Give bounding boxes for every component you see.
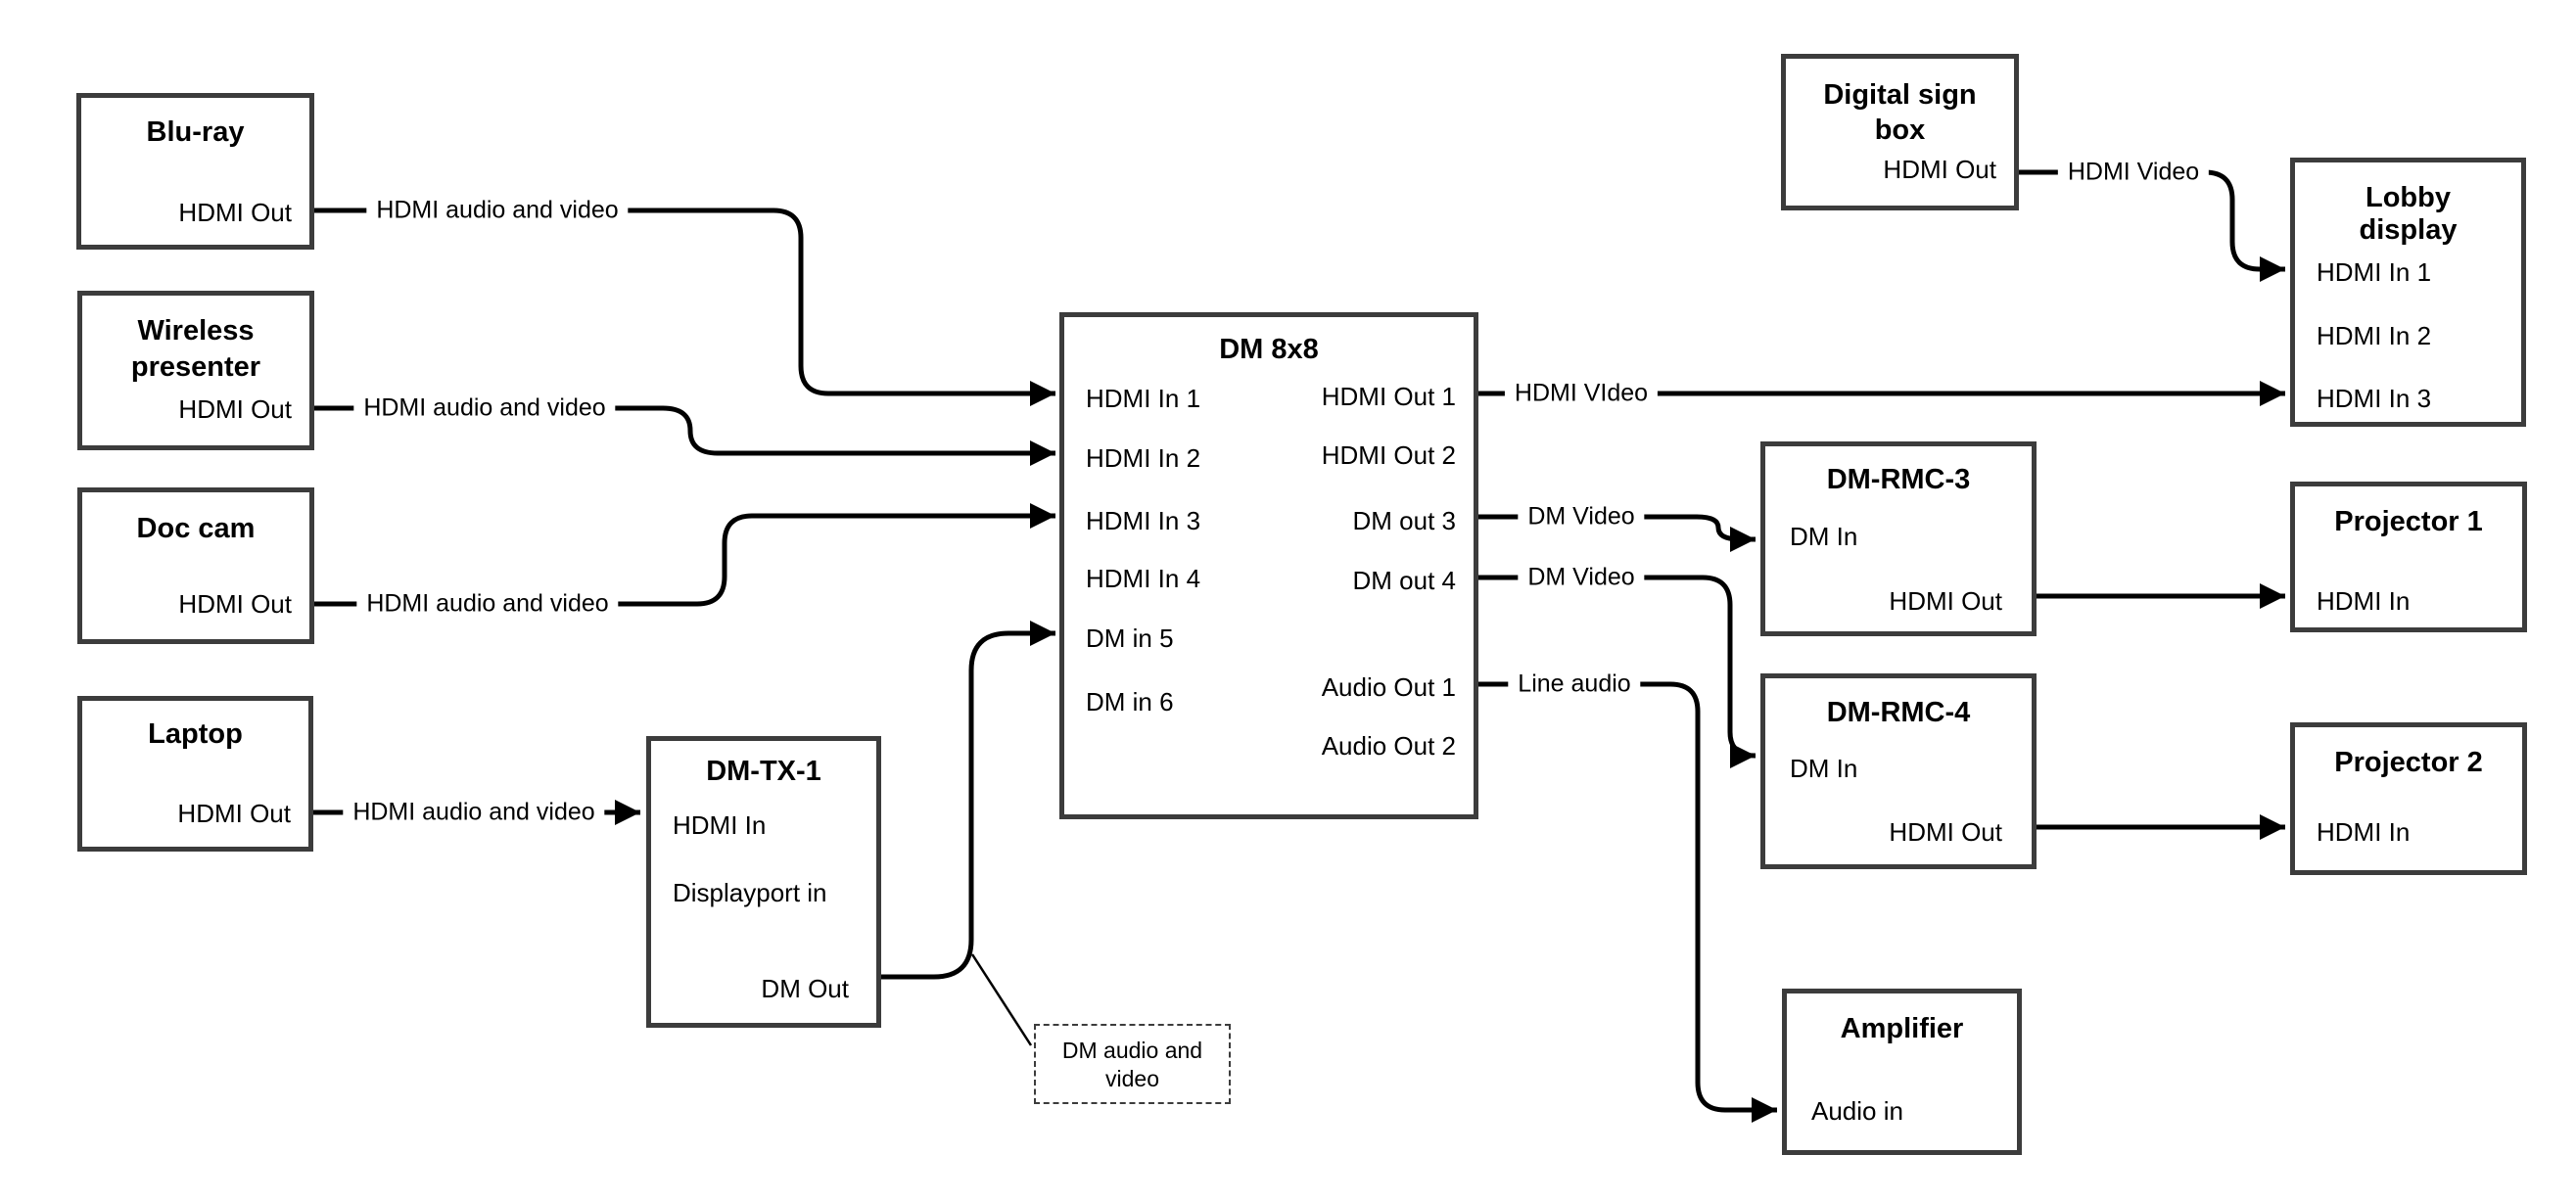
port-hdmi-in-1: HDMI In 1 xyxy=(2317,257,2432,287)
node-title: Digital sign box xyxy=(1823,79,1977,146)
wire-wireless-to-dm8x8-in2 xyxy=(314,405,1055,466)
port-dm-out: DM Out xyxy=(761,974,849,1003)
port-hdmi-out: HDMI Out xyxy=(1889,586,2002,616)
port-dm-in: DM In xyxy=(1790,522,1858,551)
port-hdmi-out: HDMI Out xyxy=(178,589,292,619)
port-hdmi-in: HDMI In xyxy=(2317,586,2411,616)
node-dm-8x8: DM 8x8 HDMI In 1 HDMI In 2 HDMI In 3 HDM… xyxy=(1059,312,1478,819)
port-hdmi-out-2: HDMI Out 2 xyxy=(1321,440,1456,470)
port-dm-out-3: DM out 3 xyxy=(1352,506,1457,535)
node-title: Lobby display xyxy=(2359,182,2458,246)
port-hdmi-in-3: HDMI In 3 xyxy=(1086,506,1201,535)
port-hdmi-out: HDMI Out xyxy=(1889,817,2002,847)
port-hdmi-out: HDMI Out xyxy=(177,799,291,828)
node-amplifier: Amplifier Audio in xyxy=(1782,989,2022,1155)
node-wireless-presenter: Wireless presenter HDMI Out xyxy=(77,291,314,450)
port-dm-out-4: DM out 4 xyxy=(1352,566,1457,595)
node-title: Blu-ray xyxy=(146,116,245,148)
wire-label-line-audio: Line audio xyxy=(1508,668,1641,701)
port-audio-out-1: Audio Out 1 xyxy=(1321,672,1456,702)
node-title: Laptop xyxy=(148,718,243,750)
wire-label-hdmi-video-sign: HDMI Video xyxy=(2057,156,2210,189)
wire-dm8x8-out3-to-rmc3 xyxy=(1478,514,1756,552)
node-title: Wireless presenter xyxy=(130,315,261,383)
wire-doccam-to-dm8x8-in3 xyxy=(314,503,1055,607)
note-leader-line xyxy=(970,953,1033,1046)
wire-label-laptop: HDMI audio and video xyxy=(343,796,605,829)
port-hdmi-in-2: HDMI In 2 xyxy=(2317,321,2432,350)
port-hdmi-in-1: HDMI In 1 xyxy=(1086,384,1201,413)
node-title: DM 8x8 xyxy=(1219,334,1319,365)
wire-label-doccam: HDMI audio and video xyxy=(356,587,619,621)
port-hdmi-out-1: HDMI Out 1 xyxy=(1321,382,1456,411)
wire-label-bluray: HDMI audio and video xyxy=(366,194,629,227)
port-dm-in: DM In xyxy=(1790,754,1858,783)
node-projector-2: Projector 2 HDMI In xyxy=(2290,722,2527,875)
wire-dm8x8-out4-to-rmc4 xyxy=(1478,575,1756,768)
node-title: DM-RMC-3 xyxy=(1826,464,1971,495)
port-audio-out-2: Audio Out 2 xyxy=(1321,731,1456,761)
port-hdmi-in: HDMI In xyxy=(673,810,767,840)
note-dm-audio-and-video: DM audio and video xyxy=(1034,1024,1231,1104)
wire-dm8x8-audio1-to-amplifier xyxy=(1478,681,1777,1123)
port-dm-in-6: DM in 6 xyxy=(1086,687,1174,716)
node-title: Projector 1 xyxy=(2334,506,2483,537)
node-blu-ray: Blu-ray HDMI Out xyxy=(76,93,314,250)
node-laptop: Laptop HDMI Out xyxy=(77,696,313,852)
node-dm-rmc-3: DM-RMC-3 DM In HDMI Out xyxy=(1760,441,2037,636)
node-title: DM-TX-1 xyxy=(706,756,821,787)
node-title: Amplifier xyxy=(1840,1013,1964,1044)
port-hdmi-out: HDMI Out xyxy=(178,198,292,227)
wire-label-hdmi-video-out1: HDMI VIdeo xyxy=(1504,377,1659,410)
node-projector-1: Projector 1 HDMI In xyxy=(2290,482,2527,632)
port-displayport-in: Displayport in xyxy=(673,878,827,907)
node-title: DM-RMC-4 xyxy=(1826,697,1971,728)
wire-label-dm-video-out3: DM Video xyxy=(1518,500,1645,533)
port-hdmi-in-2: HDMI In 2 xyxy=(1086,443,1201,473)
port-hdmi-in: HDMI In xyxy=(2317,817,2411,847)
node-dm-rmc-4: DM-RMC-4 DM In HDMI Out xyxy=(1760,673,2037,869)
wire-dmtx1-to-dm8x8-in5 xyxy=(881,621,1055,980)
node-dm-tx-1: DM-TX-1 HDMI In Displayport in DM Out xyxy=(646,736,881,1028)
node-title: Projector 2 xyxy=(2334,747,2483,778)
wire-label-wireless: HDMI audio and video xyxy=(353,392,616,425)
node-lobby-display: Lobby display HDMI In 1 HDMI In 2 HDMI I… xyxy=(2290,158,2526,427)
node-doc-cam: Doc cam HDMI Out xyxy=(77,487,314,644)
wire-bluray-to-dm8x8-in1 xyxy=(314,208,1055,406)
port-hdmi-in-3: HDMI In 3 xyxy=(2317,384,2432,413)
port-hdmi-out: HDMI Out xyxy=(178,394,292,424)
port-audio-in: Audio in xyxy=(1811,1096,1903,1126)
port-hdmi-in-4: HDMI In 4 xyxy=(1086,564,1201,593)
wire-sign-to-lobby-in1 xyxy=(2019,169,2285,282)
wire-label-dm-video-out4: DM Video xyxy=(1518,561,1645,594)
port-hdmi-out: HDMI Out xyxy=(1883,155,1996,184)
node-digital-sign-box: Digital sign box HDMI Out xyxy=(1781,54,2019,210)
port-dm-in-5: DM in 5 xyxy=(1086,624,1174,653)
node-title: Doc cam xyxy=(136,513,256,544)
